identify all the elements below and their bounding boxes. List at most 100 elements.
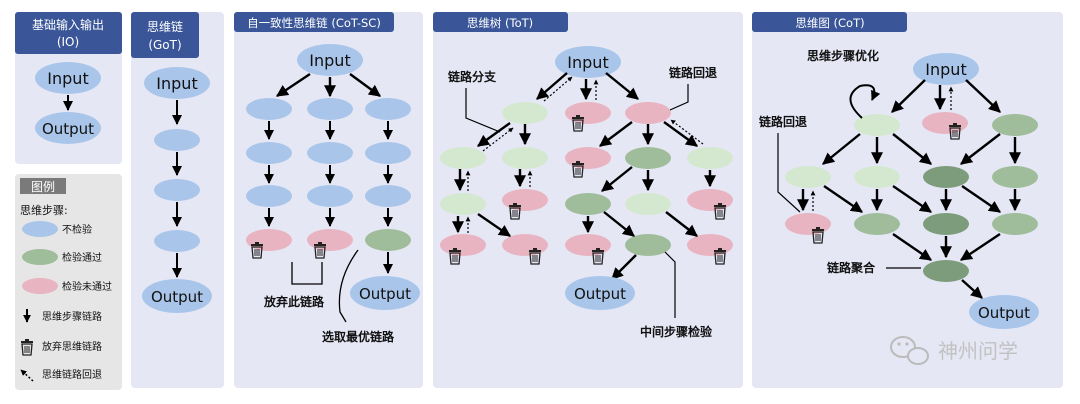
cot-arrow: [892, 185, 932, 213]
tot-node-passed: [502, 102, 548, 124]
cot-node-passed: [854, 166, 900, 188]
cot-node-passed: [992, 213, 1038, 235]
legend-trash-icon: [20, 338, 34, 356]
cot-arrow: [892, 233, 932, 261]
cot-node-passed: [923, 213, 969, 235]
tot-arrow: [665, 211, 698, 237]
got-input-label: Input: [156, 74, 197, 93]
tot-arrow: [536, 72, 568, 100]
legend-swatch-unchecked: [22, 221, 58, 237]
tot-node-passed: [625, 234, 671, 256]
cot-merge-node: [923, 260, 969, 282]
io-output-label: Output: [42, 120, 94, 138]
tot-arrow: [605, 72, 639, 100]
tot-backtrack-label: 链路回退: [669, 65, 717, 80]
got-title-line2: (GoT): [148, 38, 181, 52]
tot-node-passed: [440, 193, 486, 215]
cot-backtrack-connector: [777, 133, 801, 213]
legend-swatch-passed: [22, 249, 58, 265]
io-input-label: Input: [47, 69, 88, 88]
legend-failed-label: 检验未通过: [62, 280, 112, 293]
io-input-node: [35, 62, 101, 94]
trash-icon: [571, 114, 585, 132]
cotsc-select-connector: [338, 249, 359, 323]
tot-output-node: [565, 276, 635, 310]
cotsc-branch-middle: [307, 98, 353, 259]
tot-node-passed: [502, 147, 548, 169]
cotsc-input-label: Input: [309, 51, 350, 70]
cot-node-passed: [854, 114, 900, 136]
cotsc-step-node: [307, 142, 353, 164]
panel-cotsc: 自一致性思维链 (CoT-SC) Input: [234, 12, 423, 388]
cotsc-output-node: [350, 276, 420, 310]
tot-check-connector: [664, 251, 676, 318]
legend: 图例 思维步骤: 不检验 检验通过 检验未通过 思维步骤链路 放弃思维链路 思维…: [15, 174, 122, 390]
legend-backtrack-icon: [20, 369, 34, 382]
cot-arrow: [892, 133, 932, 165]
tot-arrow: [477, 122, 511, 147]
cot-arrow: [891, 79, 926, 113]
tot-node-failed: [502, 189, 548, 211]
legend-passed-label: 检验通过: [62, 251, 102, 264]
tot-node-failed: [565, 147, 611, 169]
cot-node-passed: [992, 114, 1038, 136]
cotsc-input-node: [297, 44, 363, 76]
panel-io: 基础输入输出 (IO) Input Output: [15, 12, 122, 164]
cot-arrow: [960, 233, 1001, 261]
tot-branch-label: 链路分支: [448, 69, 497, 84]
tot-node-failed: [440, 234, 486, 256]
trash-icon: [313, 241, 327, 259]
cotsc-step-node: [246, 142, 292, 164]
cot-arrow: [822, 133, 861, 165]
tot-input-label: Input: [567, 53, 608, 72]
io-title-line2: (IO): [57, 35, 79, 49]
cot-output-node: [969, 295, 1039, 329]
cotsc-arrow: [276, 73, 311, 97]
tot-node-failed: [502, 234, 548, 256]
legend-swatch-failed: [22, 278, 58, 294]
cotsc-output-label: Output: [359, 285, 411, 303]
tot-arrow: [477, 213, 511, 237]
cotsc-passed-node: [365, 229, 411, 251]
tot-node-passed: [625, 147, 671, 169]
cot-self-loop-arrow: [849, 84, 881, 119]
tot-node-passed: [625, 193, 671, 215]
trash-icon: [713, 247, 727, 265]
cot-arrow: [965, 79, 1001, 113]
cotsc-step-node: [246, 98, 292, 120]
cot-arrow: [960, 133, 1001, 165]
cot-node-failed: [922, 112, 968, 134]
legend-title: 图例: [31, 180, 55, 194]
tot-output-label: Output: [574, 285, 626, 303]
cot-merge-label: 链路聚合: [827, 260, 876, 275]
tot-input-node: [555, 46, 621, 78]
tot-node-passed: [440, 147, 486, 169]
cotsc-abandon-label: 放弃此链路: [263, 294, 325, 309]
cot-node-failed: [785, 213, 831, 235]
tot-node-failed: [687, 189, 733, 211]
panel-cot: 思维图 (CoT) Input: [752, 12, 1063, 388]
tot-arrow: [601, 166, 633, 192]
got-output-label: Output: [151, 288, 203, 306]
legend-steps-label: 思维步骤:: [20, 204, 68, 217]
got-title-line1: 思维链: [147, 19, 183, 34]
cotsc-arrow: [349, 73, 381, 97]
tot-arrow: [611, 254, 637, 280]
cotsc-select-label: 选取最优链路: [322, 329, 395, 344]
trash-icon: [250, 241, 264, 259]
cotsc-failed-node: [246, 229, 292, 251]
trash-icon: [448, 247, 462, 265]
cot-arrow: [961, 185, 1001, 213]
tot-arrow: [599, 121, 633, 147]
tot-branch-connector: [465, 88, 501, 133]
cotsc-step-node: [307, 185, 353, 207]
tot-node-failed: [687, 234, 733, 256]
trash-icon: [571, 160, 585, 178]
cot-optimization-label: 思维步骤优化: [807, 48, 879, 63]
tot-arrow: [603, 211, 635, 237]
tot-node-failed: [565, 102, 611, 124]
tot-node-passed: [687, 147, 733, 169]
cotsc-branch-left: [246, 98, 292, 259]
legend-unchecked-label: 不检验: [62, 223, 92, 236]
cotsc-abandon-bracket: [291, 262, 323, 285]
